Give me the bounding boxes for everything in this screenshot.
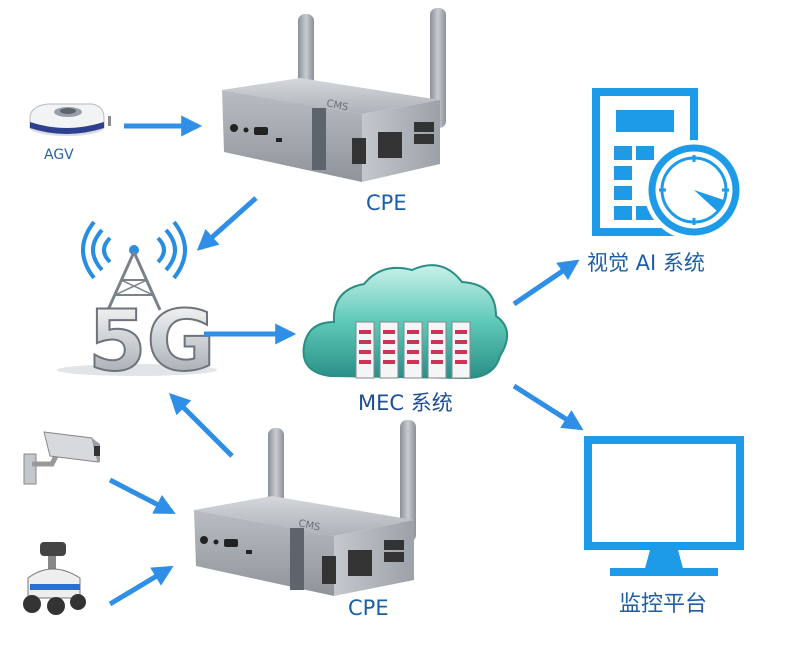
arrow-cpe-to-5g <box>196 196 258 251</box>
cpe-router-top-icon: CMS <box>222 8 446 182</box>
cpe-top-label: CPE <box>366 191 407 215</box>
arrow-cpe-bottom-to-5g <box>169 393 234 458</box>
svg-text:CMS: CMS <box>325 98 349 113</box>
security-camera-icon <box>23 431 100 485</box>
patrol-robot-icon <box>23 542 86 615</box>
vision-ai-calculator-gauge-icon <box>592 88 744 240</box>
5g-tower-icon: 5G <box>57 220 217 391</box>
cpe-router-bottom-icon: CMS <box>194 420 416 596</box>
monitoring-platform-label: 监控平台 <box>619 592 708 617</box>
arrow-mec-to-vision <box>512 259 580 307</box>
arrows <box>108 115 584 607</box>
agv-label: AGV <box>44 147 74 163</box>
mec-system-label: MEC 系统 <box>358 391 453 415</box>
arrow-robot-to-cpe <box>108 565 174 607</box>
cpe-bottom-label: CPE <box>348 596 389 620</box>
arrow-mec-to-monitor <box>512 383 584 431</box>
mec-cloud-server-icon <box>302 264 508 380</box>
5g-label: 5G <box>88 292 215 390</box>
arrow-camera-to-cpe <box>108 477 176 515</box>
svg-text:CMS: CMS <box>297 518 321 533</box>
server-rack-group <box>355 321 471 379</box>
monitor-screen-icon <box>584 436 744 576</box>
agv-robot-icon <box>29 103 111 136</box>
vision-ai-system-label: 视觉 AI 系统 <box>587 251 705 275</box>
